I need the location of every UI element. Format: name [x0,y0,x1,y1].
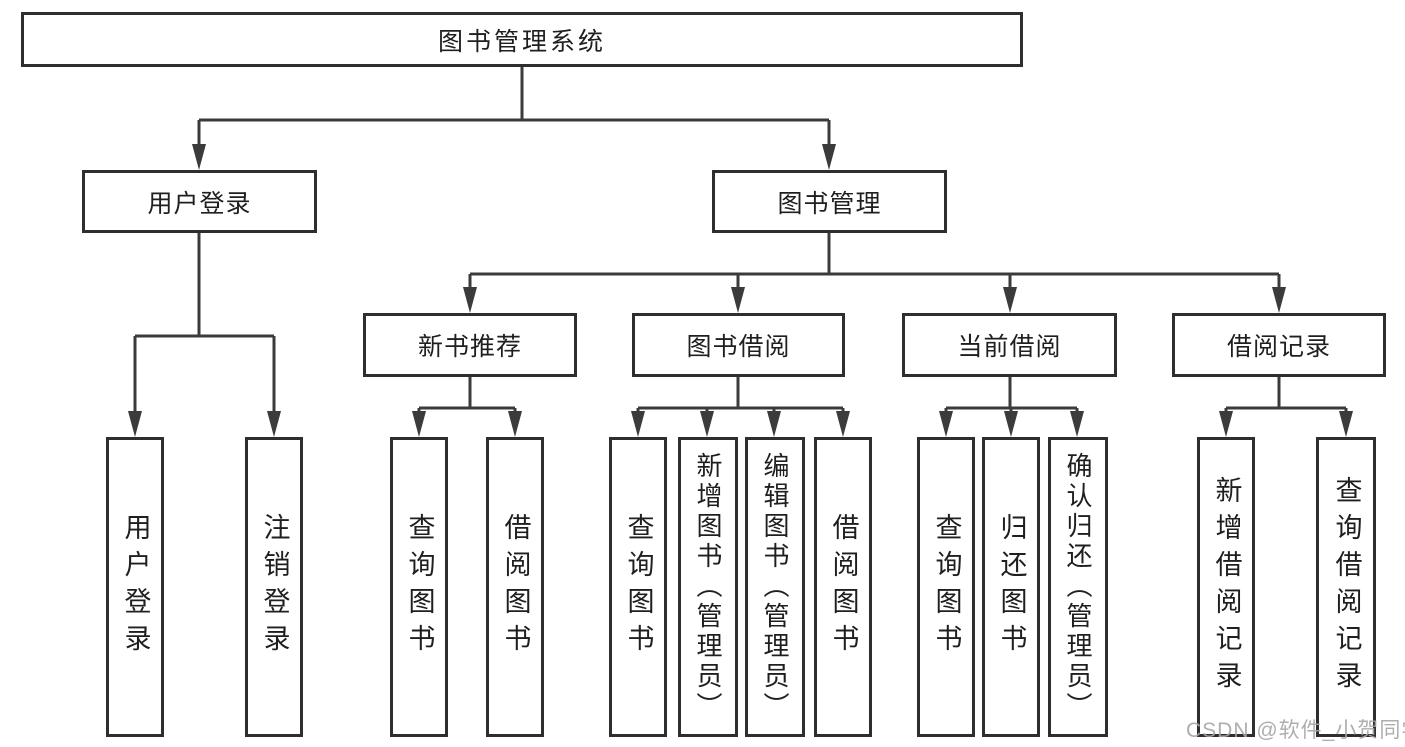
leaf-add-borrow-record-label: 新增借阅记录 [1211,476,1242,698]
leaf-user-login: 用户登录 [106,437,164,737]
leaf-confirm-return-admin: 确认归还（管理员） [1048,437,1108,737]
leaf-query-books-current: 查询图书 [917,437,975,737]
node-library-system-label: 图书管理系统 [437,27,606,56]
leaf-edit-books-admin-label: 编辑图书（管理员） [760,452,790,722]
leaf-add-books-admin: 新增图书（管理员） [678,437,738,737]
leaf-query-books-current-label: 查询图书 [931,513,962,661]
node-book-borrow-label: 图书借阅 [686,333,791,361]
node-new-book-recommend-label: 新书推荐 [417,333,522,361]
leaf-add-books-admin-label: 新增图书（管理员） [693,452,723,722]
leaf-query-books-borrow-label: 查询图书 [623,513,654,661]
leaf-borrow-books: 借阅图书 [814,437,872,737]
leaf-query-borrow-record-label: 查询借阅记录 [1331,476,1362,698]
csdn-watermark: CSDN @软件_小贺同学 [1186,719,1405,742]
node-current-borrow: 当前借阅 [902,313,1117,377]
leaf-logout: 注销登录 [245,437,303,737]
leaf-confirm-return-admin-label: 确认归还（管理员） [1063,452,1093,722]
leaf-query-books-recommend: 查询图书 [390,437,448,737]
leaf-return-books: 归还图书 [982,437,1040,737]
leaf-borrow-books-label: 借阅图书 [828,513,859,661]
leaf-edit-books-admin: 编辑图书（管理员） [745,437,805,737]
leaf-return-books-label: 归还图书 [996,513,1027,661]
leaf-borrow-books-recommend-label: 借阅图书 [500,513,531,661]
node-borrow-records: 借阅记录 [1172,313,1386,377]
node-user-login-branch: 用户登录 [82,170,317,233]
node-borrow-records-label: 借阅记录 [1226,333,1331,361]
node-book-borrow: 图书借阅 [632,313,845,377]
leaf-borrow-books-recommend: 借阅图书 [486,437,544,737]
node-book-management: 图书管理 [712,170,947,233]
node-book-management-label: 图书管理 [777,189,882,218]
node-current-borrow-label: 当前借阅 [957,333,1062,361]
leaf-query-borrow-record: 查询借阅记录 [1316,437,1376,737]
node-library-system: 图书管理系统 [21,12,1023,67]
leaf-user-login-label: 用户登录 [120,513,151,661]
leaf-logout-label: 注销登录 [259,513,290,661]
node-user-login-branch-label: 用户登录 [147,189,252,218]
leaf-query-books-recommend-label: 查询图书 [404,513,435,661]
leaf-query-books-borrow: 查询图书 [609,437,667,737]
node-new-book-recommend: 新书推荐 [363,313,577,377]
leaf-add-borrow-record: 新增借阅记录 [1197,437,1255,737]
